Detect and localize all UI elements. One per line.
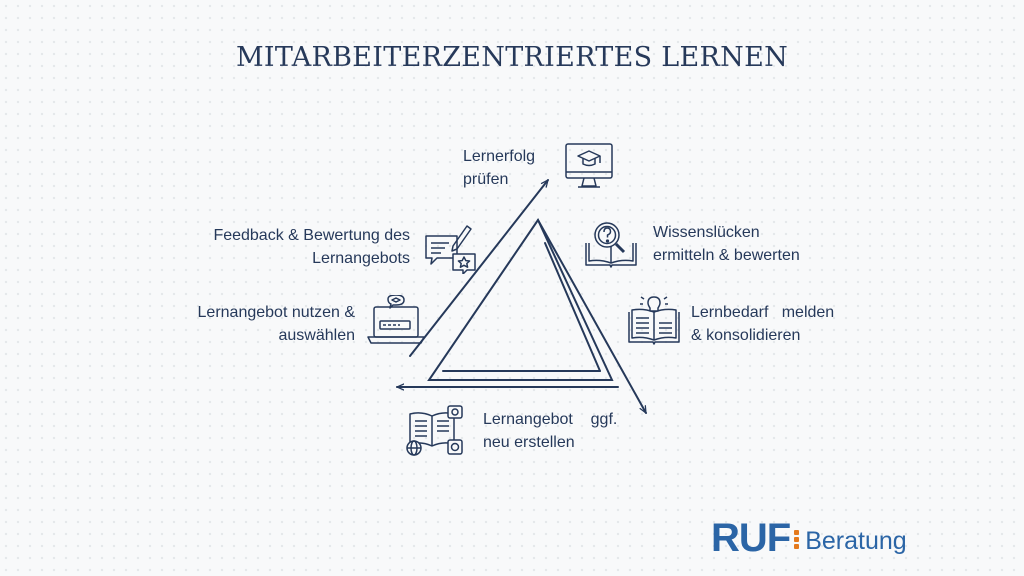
ruf-beratung-logo: RUF Beratung bbox=[711, 516, 907, 560]
inner-triangle bbox=[427, 217, 614, 381]
step-feedback-label: Feedback & Bewertung des Lernangebots bbox=[213, 227, 410, 267]
book-magnifier-question-icon bbox=[585, 222, 637, 268]
laptop-chat-icon bbox=[367, 295, 425, 344]
open-book-media-icon bbox=[406, 405, 463, 456]
monitor-graduation-cap-icon bbox=[565, 143, 613, 188]
arrow-left-to-top bbox=[409, 180, 549, 357]
logo-brand: RUF bbox=[711, 515, 791, 560]
step-lernerfolg-label: Lernerfolg prüfen bbox=[463, 148, 536, 188]
logo-word: Beratung bbox=[805, 526, 907, 555]
open-book-lightbulb-icon bbox=[628, 296, 680, 345]
logo-dots-icon bbox=[794, 526, 800, 550]
step-wissensluecken-label: Wissenslücken ermitteln & bewerten bbox=[653, 224, 800, 264]
step-lernbedarf-label: Lernbedarf melden & konsolidieren bbox=[691, 304, 835, 344]
feedback-pen-star-icon bbox=[425, 225, 476, 274]
step-lernangebot-nutzen-label: Lernangebot nutzen & auswählen bbox=[197, 304, 355, 344]
step-lernangebot-erstellen-label: Lernangebot ggf. neu erstellen bbox=[483, 411, 618, 451]
arrow-top-to-right bbox=[537, 219, 647, 413]
page-title: MITARBEITERZENTRIERTES LERNEN bbox=[235, 42, 789, 73]
